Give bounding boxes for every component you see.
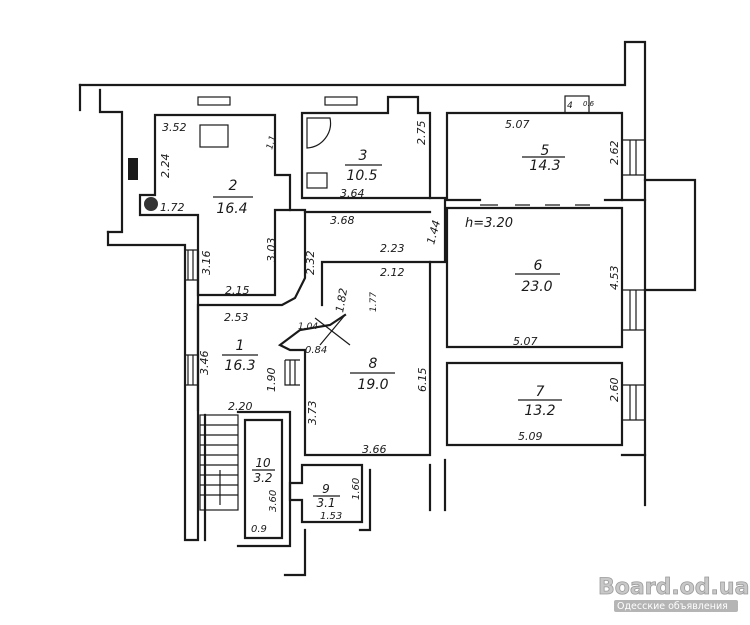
dim: 2.15 [225,284,250,297]
dim: 2.60 [608,378,621,403]
boiler-icon [144,197,158,211]
dim: 3.64 [340,187,365,200]
room-6-area: 23.0 [521,279,552,295]
room-4-area: 0.6 [583,100,595,108]
watermark-title: Board.od.ua [598,575,749,600]
dim: 5.09 [518,430,543,443]
room-3-area: 10.5 [346,168,377,184]
dim: 3.46 [198,351,211,376]
dim: 2.32 [304,251,317,276]
dim: 3.66 [362,443,387,456]
room-8-area: 19.0 [357,377,388,393]
dim: 6.15 [416,368,429,393]
dim: 1.82 [333,287,350,313]
room-4-number: 4 [567,101,573,111]
watermark-subtitle: Одесские объявления [617,601,728,612]
dim: 2.53 [224,311,249,324]
room-10-area: 3.2 [253,471,272,485]
dim: 5.07 [513,335,538,348]
dim: 2.62 [608,141,621,166]
dim: 4.53 [608,266,621,291]
room-labels: 1 16.3 2 16.4 3 10.5 4 0.6 5 14.3 6 23.0… [213,100,595,510]
dim: 2.23 [380,242,405,255]
room-10-number: 10 [255,456,271,470]
room-1-area: 16.3 [224,358,255,374]
room-9-area: 3.1 [316,496,335,510]
dim: 3.03 [265,238,278,263]
room-4-box [564,95,590,114]
watermark: Board.od.ua Одесские объявления [598,575,750,612]
dim: 0.84 [305,345,327,356]
dim: 0.9 [251,524,267,535]
room-7-area: 13.2 [524,403,555,419]
room-9-number: 9 [322,482,330,496]
toilet-icon [306,172,328,189]
room-1-number: 1 [236,338,245,354]
dim: 3.52 [162,121,187,134]
stairs [199,359,300,511]
dim: 2.20 [228,400,253,413]
dim: 3.73 [306,401,319,426]
windows [184,96,646,421]
dim: 3.16 [200,251,213,276]
dim: 2.12 [380,266,405,279]
room-2-area: 16.4 [216,201,247,217]
dim: 1.60 [351,478,362,500]
dim: 1.1 [265,134,278,150]
dim: 1.72 [160,201,185,214]
dim: 1.44 [424,219,443,246]
shower-icon [306,117,332,149]
room-2-number: 2 [229,178,238,194]
room-5-area: 14.3 [529,158,560,174]
fixtures [128,95,590,346]
room-3-number: 3 [359,148,368,164]
stove-icon [128,158,138,180]
dim: 1.90 [265,368,278,393]
dim: 1.53 [320,511,342,522]
room-5-number: 5 [541,143,550,159]
room-6-number: 6 [534,258,543,274]
ceiling-height: h=3.20 [465,216,513,231]
dim: 1.77 [369,292,379,312]
dim: 2.24 [159,154,172,179]
dim: 2.75 [415,121,428,146]
dimension-labels: 3.52 2.24 1.72 1.1 3.03 3.16 2.15 2.75 3… [159,118,621,535]
walls [78,40,697,577]
dim: 3.68 [330,214,355,227]
room-8-number: 8 [369,356,378,372]
dim: 5.07 [505,118,530,131]
room-7-number: 7 [536,384,545,400]
dim: 3.60 [268,490,279,512]
dim: 1.04 [298,322,318,332]
